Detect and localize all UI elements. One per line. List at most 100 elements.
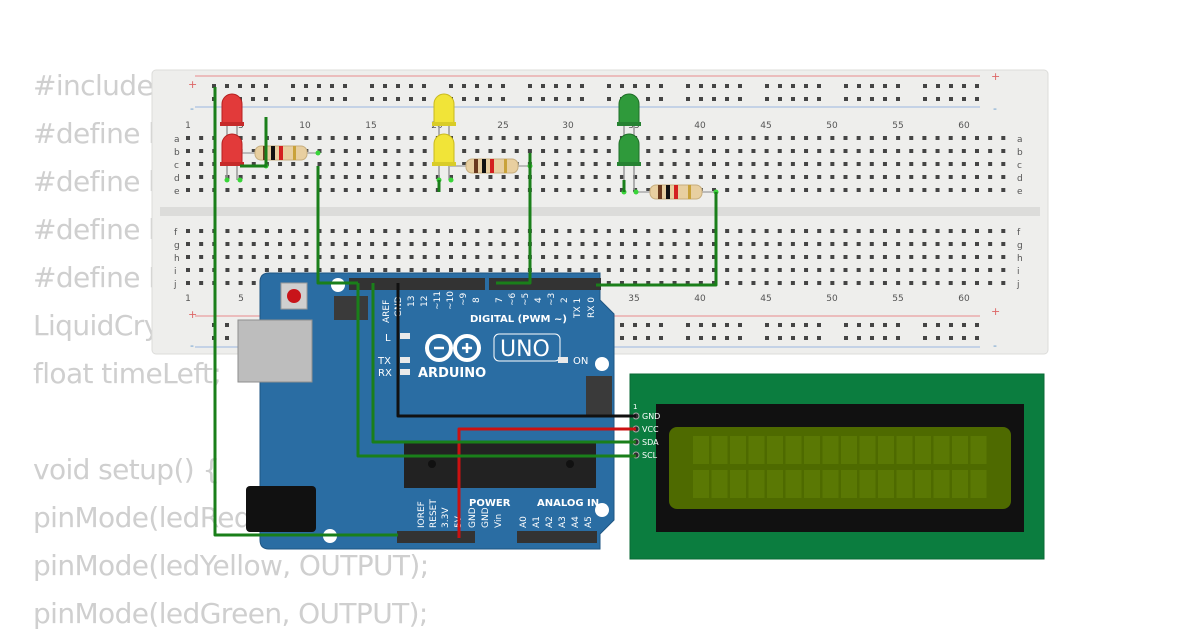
icsp-header [586,376,612,416]
digital-pin-label: ~10 [446,291,456,310]
yellow-led-2[interactable] [432,133,456,180]
code-line: float timeLeft; [33,357,222,390]
green-led-2[interactable] [617,133,641,190]
col-number: 5 [238,294,244,304]
row-letter: h [1017,254,1023,264]
wires [213,87,718,538]
wire-lcd-scl[interactable] [356,283,636,458]
resistor-green[interactable] [636,184,716,200]
red-led-2[interactable] [220,133,244,180]
wire-green-led-signal[interactable] [596,192,718,287]
row-letter: j [173,280,177,290]
rail-plus-label: + [991,70,1000,83]
row-letter: i [1017,267,1020,277]
row-letter: g [1017,241,1023,251]
arduino-uno-board[interactable]: AREF GND 13 12 ~11 ~10 ~9 8 7 ~6 ~5 4 ~3… [237,272,615,550]
lcd-1602-i2c-module[interactable]: 1 GND VCC SDA SCL [629,373,1045,560]
row-letter: h [174,254,180,264]
reset-button-cap[interactable] [287,289,301,303]
col-number: 30 [562,121,574,131]
col-number: 35 [628,294,639,304]
led-l-label: L [385,333,391,344]
digital-pin-label: 7 [495,297,505,303]
power-header-label: POWER [469,498,511,509]
digital-header-right [489,278,601,290]
digital-pin-label: 4 [534,297,544,303]
arduino-brand-label: ARDUINO [418,366,486,381]
digital-pin-label: ~11 [433,291,443,310]
row-letter: j [1016,280,1020,290]
rail-plus-label: + [991,305,1000,318]
analog-pin-label: A4 [571,516,581,528]
analog-header [517,531,597,543]
col-number: 25 [497,121,508,131]
rail-plus-label: + [188,78,197,91]
col-number: 15 [365,121,376,131]
col-number: 40 [694,121,706,131]
row-letter: e [1017,187,1023,197]
digital-pin-label: ~3 [547,293,557,306]
yellow-led-1[interactable] [432,93,456,140]
digital-header-left [349,278,485,290]
on-led-label: ON [573,356,588,367]
lcd-pin-label: GND [642,412,660,421]
wire-lcd-sda[interactable] [371,283,636,444]
lcd-pin-label: SDA [642,438,659,447]
col-number: 50 [826,294,838,304]
digital-pin-label: 8 [472,297,482,303]
power-pin-label: 3.3V [441,507,451,528]
col-number: 40 [694,294,706,304]
col-number: 55 [892,121,903,131]
digital-pin-label: 13 [407,296,417,307]
green-led-1[interactable] [617,93,641,140]
lcd-pin-label: VCC [642,425,659,434]
microcontroller-chip [404,442,596,488]
rail-minus-label: - [993,102,997,115]
power-pin-label: RESET [429,499,439,528]
analog-pin-label: A0 [519,516,529,528]
red-led-1[interactable] [220,93,244,140]
power-pin-label: Vin [494,514,504,528]
digital-pin-label: 12 [420,296,430,307]
col-number: 10 [299,121,311,131]
wire-yellow-led-signal[interactable] [496,153,532,285]
analog-pin-label: A1 [532,516,542,528]
rail-minus-label: - [190,102,194,115]
mounting-hole [595,357,609,371]
row-letter: f [174,228,178,238]
led-tx-label: TX [377,356,391,367]
usb-port [237,319,313,383]
digital-pin-label: 2 [560,297,570,303]
led-rx-label: RX [378,368,392,379]
wire-lcd-vcc[interactable] [457,427,636,538]
row-letter: d [174,174,180,184]
row-letter: f [1017,228,1021,238]
col-number: 60 [958,121,970,131]
mounting-hole [331,278,345,292]
lcd-character-grid [693,436,987,498]
digital-pin-label: ~6 [508,292,518,306]
col-number: 55 [892,294,903,304]
row-letter: b [1017,148,1023,158]
lcd-pin1-label: 1 [633,403,637,411]
row-letter: g [174,241,180,251]
resistor-yellow[interactable] [450,158,530,174]
col-number: 45 [760,121,771,131]
wire-red-led-signal[interactable] [316,166,358,285]
arduino-model-label: UNO [500,337,550,362]
row-letter: c [1017,161,1022,171]
power-jack [246,486,316,532]
icsp-header [334,296,368,320]
row-letter: a [1017,135,1023,145]
code-line: pinMode(ledGreen, OUTPUT); [33,597,428,630]
wire-red-led-jumper[interactable] [240,117,268,168]
row-letter: e [174,187,180,197]
wire-ground-loop[interactable] [213,87,398,537]
digital-pin-label: AREF [382,300,392,323]
rail-plus-label: + [188,308,197,321]
digital-pin-label: RX 0 [587,297,597,318]
wire-lcd-gnd[interactable] [396,283,636,418]
row-letter: b [174,148,180,158]
col-number: 50 [826,121,838,131]
